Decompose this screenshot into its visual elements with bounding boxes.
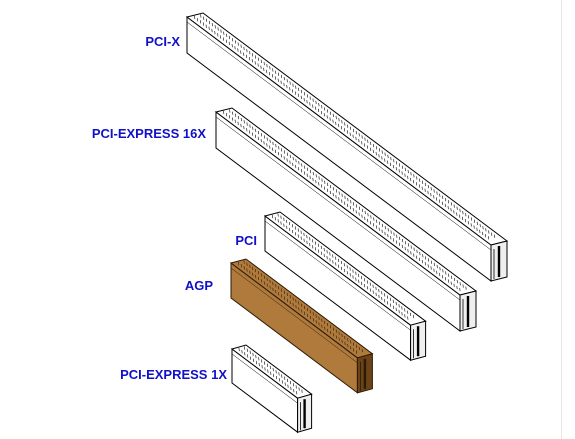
slot-pcix — [185, 12, 509, 282]
slot-pci — [263, 211, 427, 362]
slot-lip-line — [230, 267, 358, 363]
slot-pin-row — [238, 347, 298, 395]
slot-pin-row — [277, 213, 414, 319]
slot-pin-row — [237, 261, 357, 354]
slot-lip-line — [215, 116, 461, 301]
slot-pcie16 — [214, 107, 478, 332]
label-pci-x: PCI-X — [145, 34, 180, 49]
slot-pin-row — [229, 109, 467, 290]
label-pci-express-1x: PCI-EXPRESS 1X — [120, 367, 227, 382]
slot-pcie1 — [230, 344, 313, 434]
slot-pin-row — [243, 260, 363, 353]
label-pci-express-16x: PCI-EXPRESS 16X — [91, 126, 206, 141]
slot-pin-row — [200, 14, 496, 238]
label-agp: AGP — [184, 278, 213, 293]
slot-lip-line — [231, 353, 298, 404]
frame-edge — [561, 0, 562, 439]
slot-pin-row — [223, 110, 461, 292]
slot-lip-line — [264, 220, 411, 331]
slot-agp — [229, 258, 374, 394]
slot-pin-row — [194, 15, 489, 240]
slot-lip-line — [186, 21, 492, 251]
slot-pin-row — [243, 346, 303, 393]
label-pci: PCI — [235, 233, 257, 248]
slot-pin-row — [271, 214, 409, 320]
